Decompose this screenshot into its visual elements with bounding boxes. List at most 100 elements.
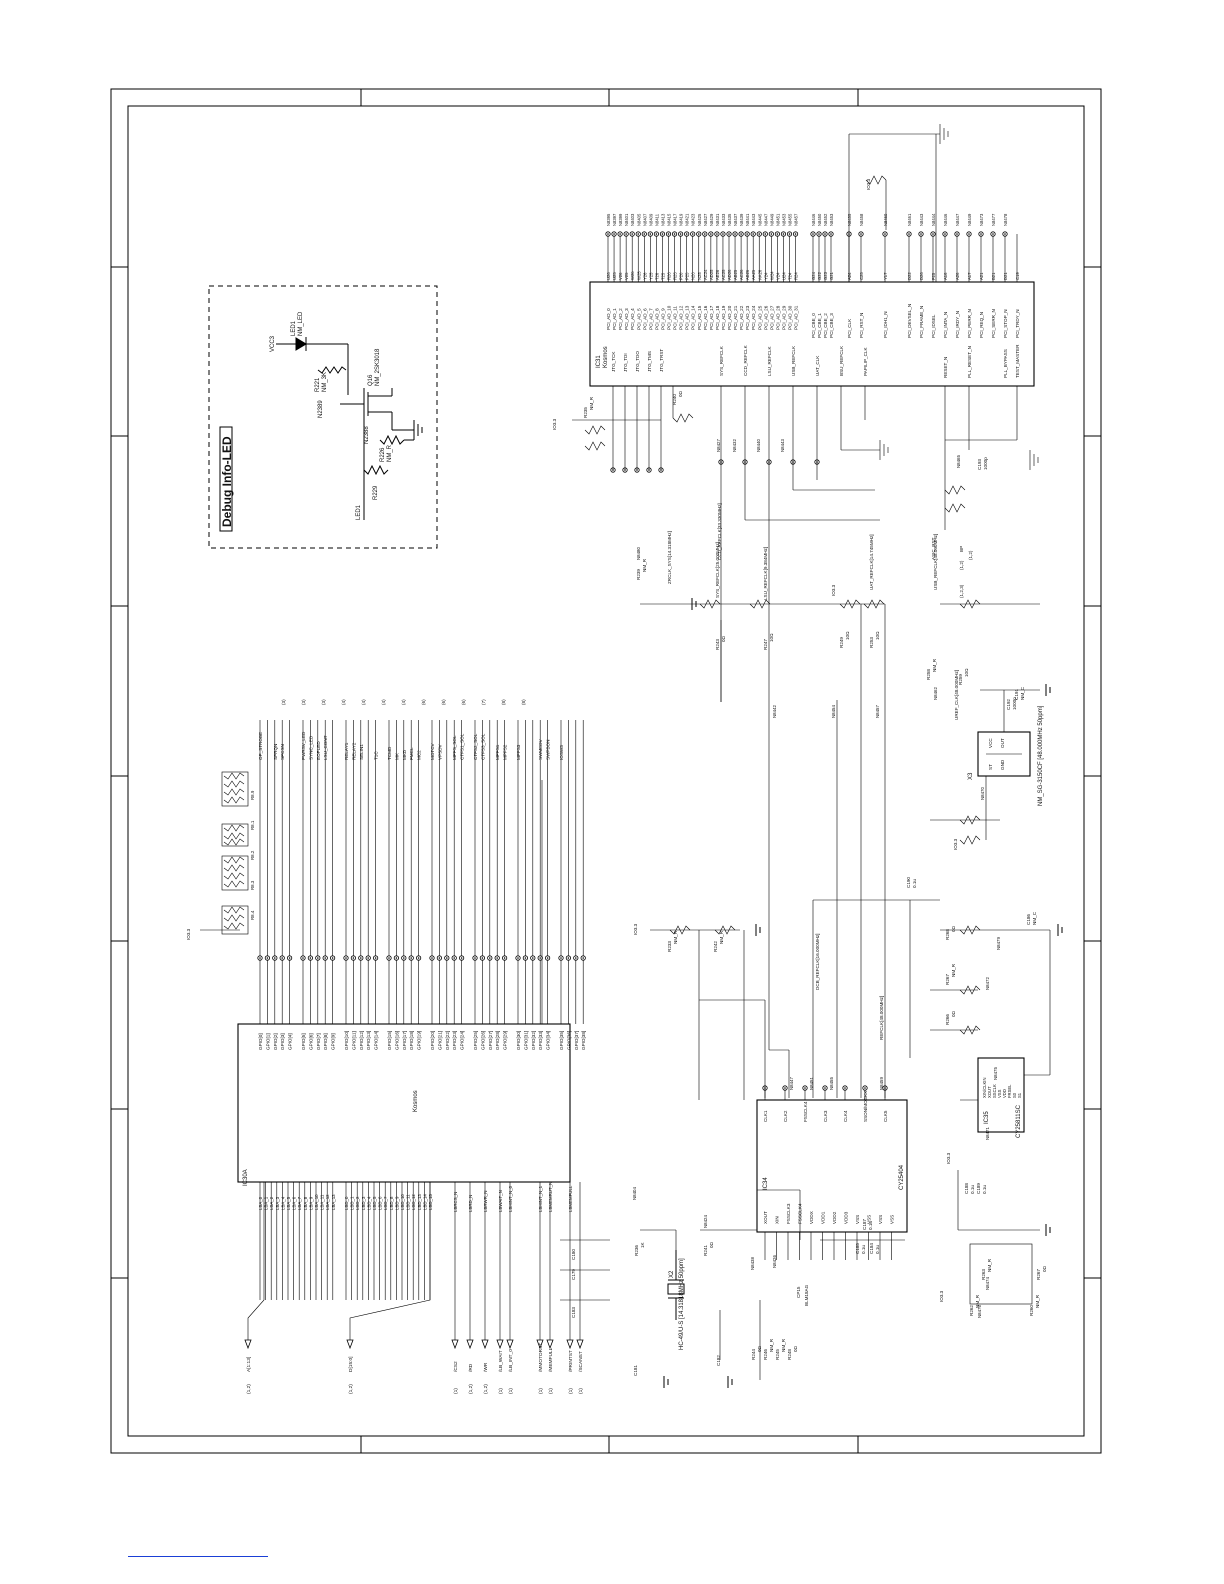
x2-crystal bbox=[667, 1250, 685, 1320]
debug-res2-ref: R229 bbox=[373, 485, 379, 500]
pci-ctrl-pin-label: PCI_IDH1_N bbox=[883, 311, 888, 338]
capacitor-value-label: 0.1u bbox=[982, 1185, 987, 1194]
gpio-pullup-arrays bbox=[200, 771, 249, 935]
gpio-pin-label: GPIO[2] bbox=[273, 1033, 278, 1050]
pci-ad-node-label: N8451 bbox=[775, 213, 780, 226]
resistor-ref-label: R241 bbox=[703, 1245, 708, 1256]
pci-ad-ball-label: P26 bbox=[679, 272, 684, 280]
ic35-pin-label: XOUT bbox=[987, 1086, 992, 1098]
pullup-label: R8.9 bbox=[250, 790, 255, 800]
resistor-ref-label: R266 bbox=[945, 1014, 950, 1025]
gpio-pin-label: GPIO[0] bbox=[258, 1033, 263, 1050]
resistor-value-label: NM_R bbox=[642, 558, 647, 572]
bus-page-label: (1,2) bbox=[348, 1384, 354, 1394]
capacitor-ref-label: C180 bbox=[571, 1249, 576, 1260]
pci-ad-pin-label: PCI_AD_18 bbox=[715, 305, 720, 330]
ic34-right-pin-label: CLK4 bbox=[843, 1110, 848, 1122]
pci-ctrl-pin-label: PCI_CBE_2 bbox=[823, 313, 828, 338]
connector-arrow-icon bbox=[481, 1339, 489, 1350]
clock-node-label: N8454 bbox=[831, 705, 836, 718]
pci-ad-pin-label: PCI_AD_3 bbox=[624, 308, 629, 330]
bus-ctrl-pin-label: LBRCS_N bbox=[453, 1192, 458, 1212]
pullup-supply-label: IO3.3 bbox=[186, 928, 191, 940]
pci-ctrl-pin-label: PCI_FRAME_N bbox=[919, 306, 924, 338]
capacitor-value-label: 0.1u bbox=[970, 1185, 975, 1194]
pullup-label: R8.1 bbox=[250, 820, 255, 830]
gpio-net-label: CTFS2_SOL bbox=[473, 733, 478, 760]
clock-node-label: N8470 bbox=[980, 787, 985, 800]
lba-pin-label: LBA_0 bbox=[258, 1196, 263, 1210]
resistor-ref-label: R267 bbox=[945, 974, 950, 985]
x3-pin-label: OUT bbox=[1000, 738, 1005, 748]
pci-ad-node-label: N8411 bbox=[654, 213, 659, 226]
pci-ctrl-pin-label: PCI_REQ_N bbox=[979, 312, 984, 338]
ic31-ctrl-wiring bbox=[848, 124, 949, 282]
capacitor-ref-label: C179 bbox=[571, 1269, 576, 1280]
ic34-ref: IC34 bbox=[763, 1177, 769, 1190]
pci-ad-ball-label: AD25 bbox=[709, 269, 714, 280]
resistor-ref-label: R247 bbox=[763, 639, 768, 650]
pci-ctrl-ball-label: D21 bbox=[1003, 272, 1008, 280]
clock-net-label: UAT_REFCLK[14.745MHz] bbox=[869, 534, 874, 590]
lbd-pin-label: LBD_10 bbox=[400, 1194, 405, 1210]
resistor-value-label: NM_R bbox=[589, 396, 594, 410]
pci-ad-ball-label: W25 bbox=[636, 271, 641, 280]
outer-frame bbox=[110, 88, 1102, 1454]
ic30a-ref: IC30A bbox=[243, 1169, 249, 1186]
pci-ad-node-label: N8457 bbox=[794, 213, 799, 226]
gpio-pin-label: GPIO[13] bbox=[366, 1031, 371, 1050]
pci-ctrl-pin-label: PCI_CBE_1 bbox=[817, 313, 822, 338]
pci-ad-pin-label: PCI_AD_4 bbox=[630, 308, 635, 330]
jtag-pin-label: JTG_TDI bbox=[623, 353, 628, 372]
led-value-label: NM_LED bbox=[298, 311, 304, 336]
resistor-value-label: 0Ω bbox=[709, 1241, 714, 1248]
lbd-pin-label: LBD_9 bbox=[394, 1196, 399, 1210]
pci-ctrl-pin-label: PCI_CBE_3 bbox=[829, 313, 834, 338]
bus-wires bbox=[247, 780, 610, 1340]
pci-ad-ball-label: AB25 bbox=[733, 269, 738, 280]
pci-ad-node-label: N8413 bbox=[660, 213, 665, 226]
bus-ctrl-pin-label: LBRD_N bbox=[468, 1195, 473, 1212]
resistor-value-label: NM_R bbox=[975, 1294, 980, 1308]
pci-ctrl-node-label: N8446 bbox=[943, 213, 948, 226]
clock-supply-label: IO3.3 bbox=[831, 584, 836, 596]
bus-page-label: (1) bbox=[453, 1388, 459, 1394]
ic30a-body bbox=[237, 1023, 571, 1183]
clock-node-label: N8462 bbox=[933, 687, 938, 700]
capacitor-ref-label: C186 bbox=[1026, 914, 1031, 925]
pullup-resistor bbox=[223, 906, 245, 914]
pci-ctrl-ball-label: D26 bbox=[919, 272, 924, 280]
pci-ad-node-label: N8431 bbox=[715, 213, 720, 226]
pci-ad-pin-label: PCI_AD_15 bbox=[697, 305, 702, 330]
clock-supply-label: IO3.3 bbox=[939, 1290, 944, 1302]
clock-pin-label: CCD_REFCLK bbox=[743, 344, 748, 376]
bus-net-label: A[1:13] bbox=[246, 1357, 252, 1372]
clock-node-label: N8432 bbox=[732, 439, 737, 452]
bus-page-label: (1) bbox=[568, 1388, 574, 1394]
pullup-resistor bbox=[223, 856, 245, 864]
bus-page-label: (1) bbox=[508, 1388, 514, 1394]
resistor-ref-label: R263 bbox=[981, 1269, 986, 1280]
gpio-page-label: (4) bbox=[381, 699, 386, 705]
lbd-pin-label: LBD_2 bbox=[355, 1196, 360, 1210]
pci-ad-node-label: N8441 bbox=[745, 213, 750, 226]
gpio-net-label: SWMEDV bbox=[538, 738, 543, 760]
debug-node-1: N2389 bbox=[318, 400, 324, 418]
resistor-value-label: 10Ω bbox=[875, 631, 880, 640]
pci-ad-pin-label: PCI_AD_31 bbox=[794, 305, 799, 330]
jtag-supply-label: IO3.3 bbox=[552, 418, 557, 430]
resistor-value-label: NM_R bbox=[719, 930, 724, 944]
pci-ad-ball-label: T25 bbox=[660, 272, 665, 280]
capacitor-value-label: 0.1u bbox=[861, 1245, 866, 1254]
pci-ad-ball-label: T24 bbox=[788, 272, 793, 280]
lba-pin-label: LBA_10 bbox=[314, 1194, 319, 1210]
pci-ad-ball-label: R25 bbox=[673, 272, 678, 280]
capacitor-ref-label: C187 bbox=[862, 1219, 867, 1230]
resistor-value-label: NM_R bbox=[781, 1338, 786, 1352]
clock-side-label: UREF_CLK[48.000MHz] bbox=[954, 670, 959, 720]
pullup-resistor bbox=[223, 772, 245, 780]
resistor-value-label: NM_R bbox=[987, 1258, 992, 1272]
gpio-net-label: VPSDV bbox=[437, 743, 442, 760]
bus-net-label: /WR bbox=[483, 1362, 489, 1372]
gpio-net-label: TCMD bbox=[387, 746, 392, 760]
